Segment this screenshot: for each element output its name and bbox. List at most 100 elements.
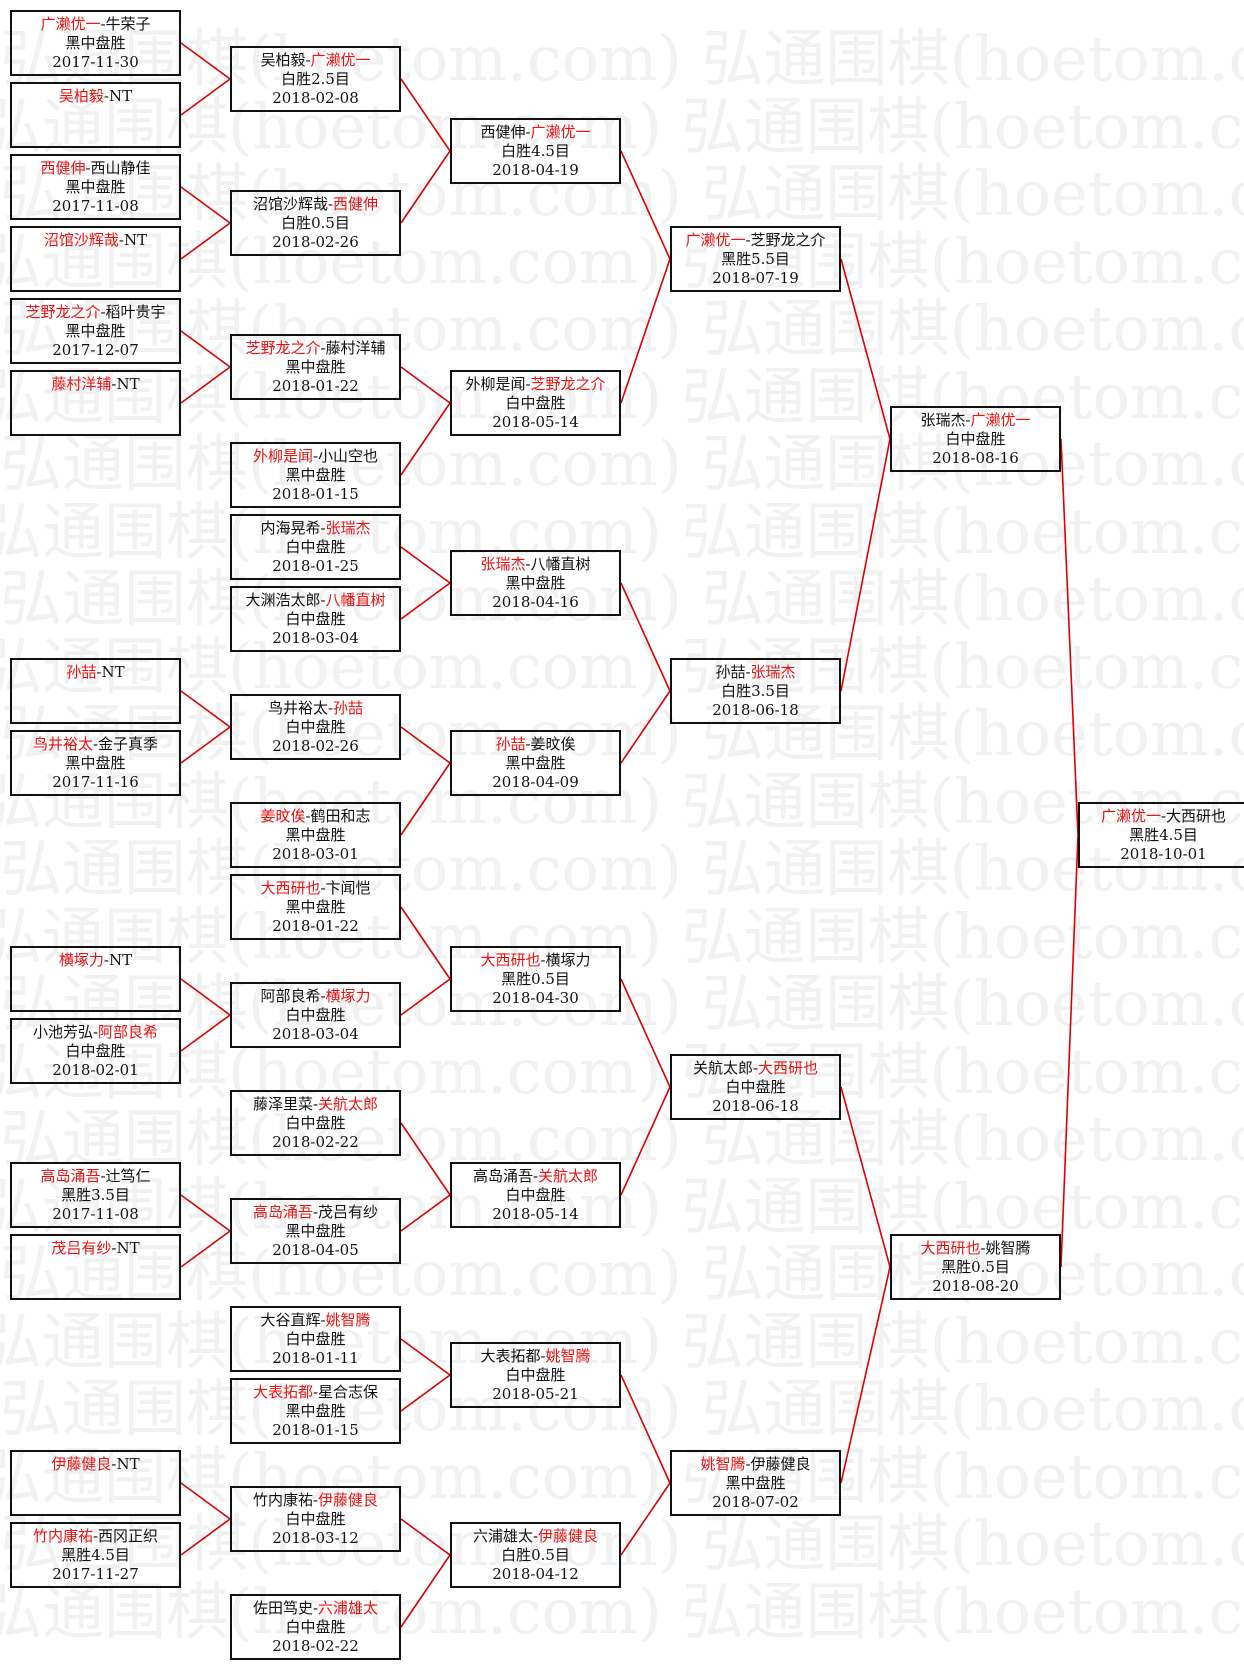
match-players: 大表拓都-姚智腾 [452, 1347, 619, 1366]
match-date: 2018-04-19 [492, 161, 579, 179]
player-1: 伊藤健良 [51, 1455, 112, 1473]
bracket-connector [400, 366, 451, 404]
bracket-connector [620, 1482, 671, 1556]
player-separator: - [745, 1455, 751, 1473]
match-result: 白中盘胜 [285, 1510, 346, 1528]
match-result: 黑中盘胜 [505, 574, 566, 592]
bracket-connector [620, 582, 671, 692]
bracket-connector [620, 1374, 671, 1484]
player-separator: - [532, 1167, 539, 1185]
bracket-connector [180, 726, 231, 764]
match-players: 沼馆沙辉哉-西健伸 [232, 195, 399, 214]
match-date: 2018-04-05 [272, 1241, 359, 1259]
player-2: 大西研也 [1166, 807, 1227, 825]
match-date: 2018-02-26 [272, 737, 359, 755]
bracket-connector [400, 906, 451, 980]
player-1: 孙喆 [495, 735, 526, 753]
player-2: 姚智腾 [985, 1239, 1031, 1257]
player-2: 横塚力 [325, 987, 371, 1005]
match-result: 黑中盘胜 [285, 898, 346, 916]
bracket-connector [400, 150, 451, 224]
match-result: 白胜0.5目 [281, 214, 350, 232]
match-result: 黑中盘胜 [505, 754, 566, 772]
match-players: 佐田笃史-六浦雄太 [232, 1599, 399, 1618]
player-2: 西健伸 [333, 195, 379, 213]
player-separator: - [92, 1023, 99, 1041]
match-date: 2017-11-16 [52, 773, 139, 791]
player-separator: - [312, 1491, 319, 1509]
bracket-connector [620, 1086, 671, 1196]
match-date: 2017-11-08 [52, 197, 139, 215]
player-2: 卞闻恺 [325, 879, 371, 897]
match-result: 黑中盘胜 [285, 826, 346, 844]
player-1: 六浦雄太 [472, 1527, 533, 1545]
match-result: 白中盘胜 [285, 1006, 346, 1024]
player-2: 牛荣子 [105, 15, 151, 33]
match-result: 白中盘胜 [725, 1078, 786, 1096]
match-result: 白胜4.5目 [501, 142, 570, 160]
player-separator: - [525, 735, 531, 753]
match-box: 吴柏毅-NT [10, 82, 181, 148]
player-2: NT [116, 1455, 140, 1473]
match-players: 六浦雄太-伊藤健良 [452, 1527, 619, 1546]
match-date: 2018-05-21 [492, 1385, 579, 1403]
player-separator: - [118, 231, 124, 249]
match-date: 2018-01-15 [272, 1421, 359, 1439]
match-date: 2017-11-30 [52, 53, 139, 71]
player-1: 大西研也 [260, 879, 321, 897]
player-2: 大西研也 [758, 1059, 819, 1077]
bracket-connector [180, 42, 231, 80]
match-date: 2018-03-01 [272, 845, 359, 863]
player-1: 竹内康祐 [252, 1491, 313, 1509]
player-separator: - [320, 879, 326, 897]
player-separator: - [980, 1239, 986, 1257]
player-separator: - [525, 555, 531, 573]
player-1: 关航太郎 [692, 1059, 753, 1077]
player-separator: - [320, 987, 326, 1005]
bracket-connector [400, 402, 451, 476]
match-players: 大表拓都-星合志保 [232, 1383, 399, 1402]
match-result: 黑中盘胜 [285, 358, 346, 376]
player-1: 大表拓都 [480, 1347, 541, 1365]
player-2: 八幡直树 [325, 591, 386, 609]
match-date: 2018-03-04 [272, 1025, 359, 1043]
match-result: 白中盘胜 [285, 718, 346, 736]
match-players: 张瑞杰-广濑优一 [892, 411, 1059, 430]
player-2: 伊藤健良 [318, 1491, 379, 1509]
player-1: 横塚力 [58, 951, 104, 969]
match-result: 黑胜3.5目 [61, 1186, 130, 1204]
match-players: 藤村洋辅-NT [12, 375, 179, 394]
bracket-connector [840, 1086, 891, 1268]
match-players: 张瑞杰-八幡直树 [452, 555, 619, 574]
player-separator: - [92, 1527, 99, 1545]
player-2: 藤村洋辅 [325, 339, 386, 357]
match-result: 黑中盘胜 [65, 34, 126, 52]
player-2: 姜旼俟 [530, 735, 576, 753]
match-date: 2018-05-14 [492, 413, 579, 431]
bracket-connector [180, 78, 231, 116]
match-date: 2018-10-01 [1120, 845, 1207, 863]
match-players: 大谷直辉-姚智腾 [232, 1311, 399, 1330]
match-date: 2018-02-01 [52, 1061, 139, 1079]
bracket-connector [400, 1194, 451, 1232]
player-1: 广濑优一 [40, 15, 101, 33]
player-1: 鸟井裕太 [267, 699, 328, 717]
player-2: NT [123, 231, 148, 249]
player-separator: - [540, 951, 546, 969]
player-2: 张瑞杰 [325, 519, 371, 537]
